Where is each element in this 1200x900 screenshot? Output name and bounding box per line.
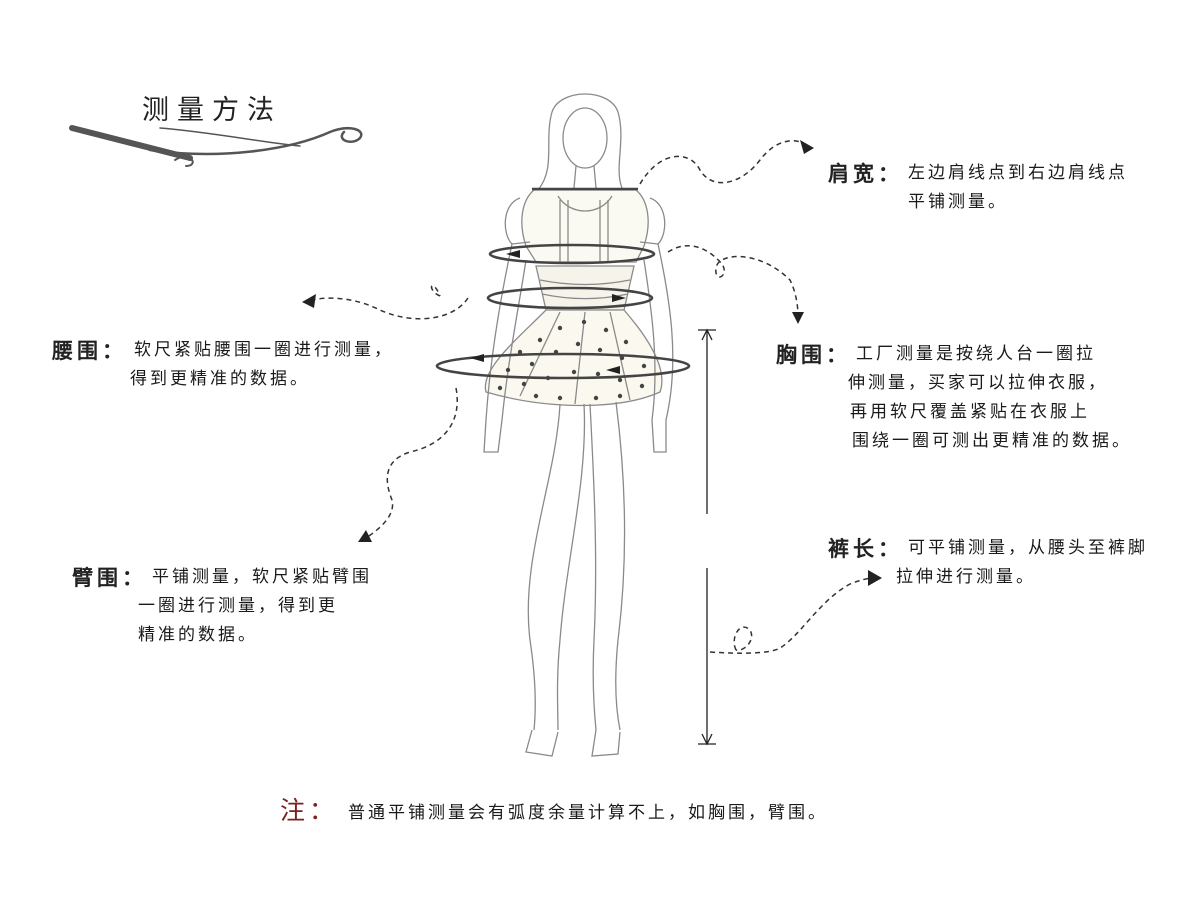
figure-sketch xyxy=(483,93,674,757)
length-line-1: 可平铺测量，从腰头至裤脚 xyxy=(908,538,1148,558)
right-leg xyxy=(589,403,597,731)
left-leg xyxy=(527,403,561,731)
shoulder-line-2: 平铺测量。 xyxy=(908,192,1008,212)
left-sleeve xyxy=(504,197,531,245)
face-outline xyxy=(562,107,608,169)
right-sleeve xyxy=(639,197,666,245)
title-swirl-ornament xyxy=(69,125,363,167)
leader-arrows xyxy=(311,140,875,654)
length-measure-bracket xyxy=(698,328,716,746)
hip-line-1: 平铺测量，软尺紧贴臂围 xyxy=(152,567,372,587)
chest-line-1: 工厂测量是按绕人台一圈拉 xyxy=(856,344,1096,364)
shoulder-line-1: 左边肩线点到右边肩线点 xyxy=(908,163,1128,183)
chest-line-2: 伸测量，买家可以拉伸衣服， xyxy=(848,373,1108,393)
skirt-outline xyxy=(484,309,663,407)
waist-leader xyxy=(311,284,469,320)
hip-line-2: 一圈进行测量，得到更 xyxy=(138,596,338,616)
length-leader xyxy=(709,577,875,654)
length-line-2: 拉伸进行测量。 xyxy=(896,567,1036,587)
page-title: 测量方法 xyxy=(142,95,282,126)
shoulder-label: 肩宽： xyxy=(828,161,903,186)
leader-arrowheads xyxy=(302,140,882,586)
hip-line-3: 精准的数据。 xyxy=(138,625,258,645)
waist-measure-ring xyxy=(486,286,654,310)
blouse-outline xyxy=(521,189,649,263)
waist-label: 腰围： xyxy=(52,338,127,363)
measurement-rings xyxy=(435,187,691,380)
note-label: 注： xyxy=(280,796,339,825)
right-shoe xyxy=(591,729,621,757)
waist-line-1: 软尺紧贴腰围一圈进行测量， xyxy=(134,340,394,360)
left-arm xyxy=(483,243,527,453)
waist-line-2: 得到更精准的数据。 xyxy=(130,369,310,389)
chest-line-4: 围绕一圈可测出更精准的数据。 xyxy=(852,431,1132,451)
hip-leader xyxy=(365,387,458,539)
left-shoe xyxy=(525,729,559,757)
hip-label: 臂围： xyxy=(72,565,147,590)
chest-measure-ring xyxy=(488,243,656,265)
hip-measure-ring xyxy=(435,352,691,380)
chest-leader xyxy=(667,245,799,317)
chest-line-3: 再用软尺覆盖紧贴在衣服上 xyxy=(850,402,1090,422)
right-arm xyxy=(643,243,674,453)
chest-label: 胸围： xyxy=(776,342,851,367)
hair-outline xyxy=(537,93,623,191)
length-label: 裤长： xyxy=(828,536,903,561)
note-text: 普通平铺测量会有弧度余量计算不上，如胸围，臂围。 xyxy=(348,803,828,823)
shoulder-leader xyxy=(639,140,809,185)
